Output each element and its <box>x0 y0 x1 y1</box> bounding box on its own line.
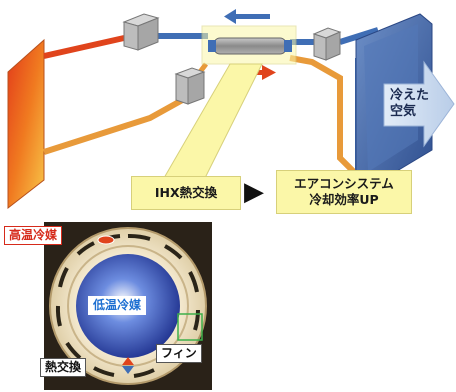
condenser-panel <box>7 38 45 210</box>
high-temp-refrigerant-label: 高温冷媒 <box>4 226 63 245</box>
cold-air-arrow <box>383 60 455 148</box>
fin-segments <box>55 233 200 378</box>
hot-refrigerant-marker <box>97 235 115 245</box>
component-box-3 <box>312 27 342 61</box>
ihx-tube <box>213 37 287 55</box>
result-arrow-icon: ▶ <box>244 177 264 207</box>
ihx-label: IHX熱交換 <box>131 176 241 210</box>
result-line-1: エアコンシステム <box>294 176 394 192</box>
right-lower-pipe <box>289 55 359 177</box>
cold-air-line-1: 冷えた <box>390 88 430 103</box>
cold-flow-arrow <box>224 9 270 24</box>
right-to-evap <box>339 27 379 45</box>
heat-exchange-label: 熱交換 <box>40 358 87 377</box>
result-label: エアコンシステム 冷却効率UP <box>276 170 412 214</box>
fin-highlight-box <box>177 313 203 341</box>
cold-air-label: 冷えた 空気 <box>390 88 429 121</box>
low-temp-refrigerant-label: 低温冷媒 <box>88 296 147 315</box>
warm-pipe-lower <box>43 95 188 155</box>
heat-exchange-arrows <box>122 357 134 374</box>
fin-label: フィン <box>156 344 202 363</box>
component-box-2 <box>174 67 206 105</box>
component-box-1 <box>122 13 160 51</box>
result-line-2: 冷却効率UP <box>309 192 379 207</box>
hot-pipe <box>43 35 125 59</box>
cold-air-line-2: 空気 <box>390 104 417 120</box>
